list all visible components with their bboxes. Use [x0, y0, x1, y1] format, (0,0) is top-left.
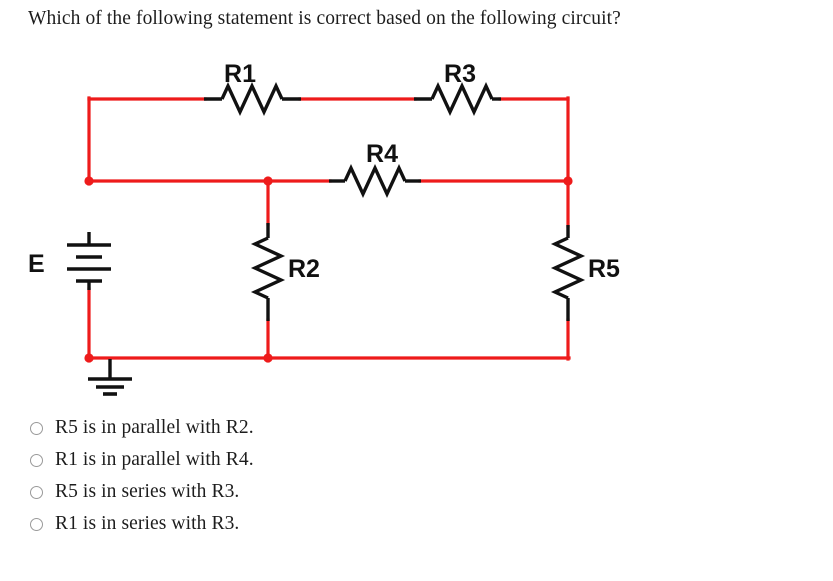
- radio-button-icon[interactable]: [30, 421, 43, 435]
- r3-zigzag: [430, 81, 494, 117]
- resistor-r1-symbol: [204, 81, 301, 117]
- resistor-r3-label: R3: [444, 60, 476, 88]
- circuit-wires: [87, 96, 571, 361]
- answer-option-4[interactable]: R1 is in series with R3.: [30, 508, 530, 540]
- answer-option-label: R1 is in parallel with R4.: [55, 449, 254, 470]
- radio-button-icon[interactable]: [30, 453, 43, 467]
- resistor-r4-symbol: [329, 163, 421, 199]
- r5-zigzag: [550, 236, 586, 300]
- answer-option-2[interactable]: R1 is in parallel with R4.: [30, 444, 530, 476]
- answer-option-label: R5 is in series with R3.: [55, 481, 240, 502]
- ground-symbol: [88, 359, 132, 396]
- resistor-r2-label: R2: [288, 255, 320, 283]
- resistor-r2-symbol: [250, 223, 286, 321]
- junction-node-c: [563, 176, 573, 186]
- circuit-diagram: R1 R3 R4 R2 R5 E: [0, 42, 700, 402]
- resistor-r3-symbol: [414, 81, 501, 117]
- resistor-r4-label: R4: [366, 140, 398, 168]
- answer-options-list: R5 is in parallel with R2. R1 is in para…: [30, 412, 530, 540]
- answer-option-label: R1 is in series with R3.: [55, 513, 240, 534]
- answer-option-3[interactable]: R5 is in series with R3.: [30, 476, 530, 508]
- radio-button-icon[interactable]: [30, 485, 43, 499]
- circuit-components: [67, 81, 586, 396]
- source-label-e: E: [28, 250, 45, 278]
- battery-symbol: [67, 232, 111, 290]
- answer-option-label: R5 is in parallel with R2.: [55, 417, 254, 438]
- circuit-svg: R1 R3 R4 R2 R5 E: [28, 60, 620, 396]
- junction-node-b: [263, 176, 273, 186]
- junction-node-d: [263, 353, 273, 363]
- resistor-r5-label: R5: [588, 255, 620, 283]
- resistor-r5-symbol: [550, 225, 586, 321]
- r2-zigzag: [250, 236, 286, 300]
- answer-option-1[interactable]: R5 is in parallel with R2.: [30, 412, 530, 444]
- question-text: Which of the following statement is corr…: [28, 8, 621, 29]
- junction-node-a: [84, 176, 94, 186]
- resistor-r1-label: R1: [224, 60, 256, 88]
- radio-button-icon[interactable]: [30, 517, 43, 531]
- r1-zigzag: [220, 81, 284, 117]
- junction-node-e: [84, 353, 94, 363]
- r4-zigzag: [343, 163, 407, 199]
- circuit-junctions: [84, 176, 573, 363]
